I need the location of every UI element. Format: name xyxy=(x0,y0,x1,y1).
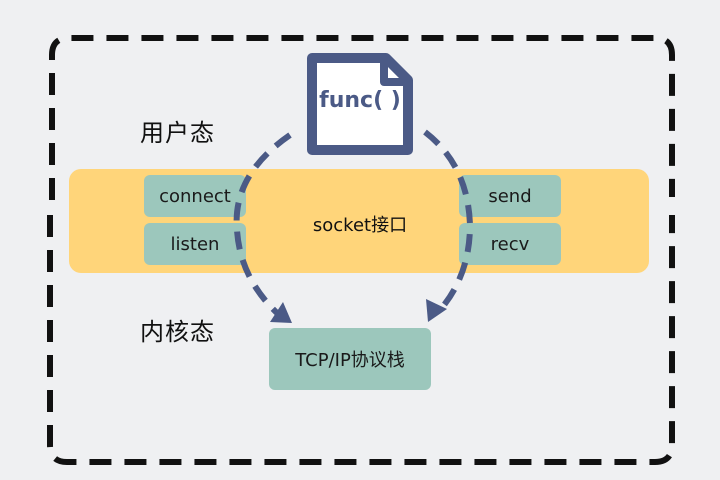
right-flow-arrowhead xyxy=(426,299,447,322)
recv-call-box: recv xyxy=(459,223,561,265)
left-flow-arrow xyxy=(233,132,292,317)
user-space-boundary xyxy=(49,35,675,200)
listen-call-box: listen xyxy=(144,223,246,265)
right-flow-arrow xyxy=(423,129,474,312)
left-flow-arrowhead xyxy=(270,302,292,323)
function-document-icon xyxy=(307,53,413,155)
user-space-label: 用户态 xyxy=(140,119,215,147)
send-call-box: send xyxy=(459,175,561,217)
tcp-ip-stack-box: TCP/IP协议栈 xyxy=(269,328,431,390)
kernel-space-label: 内核态 xyxy=(140,318,215,346)
connect-call-box: connect xyxy=(144,175,246,217)
socket-interface-title: socket接口 xyxy=(312,215,408,236)
function-label: func( ) xyxy=(319,88,401,113)
